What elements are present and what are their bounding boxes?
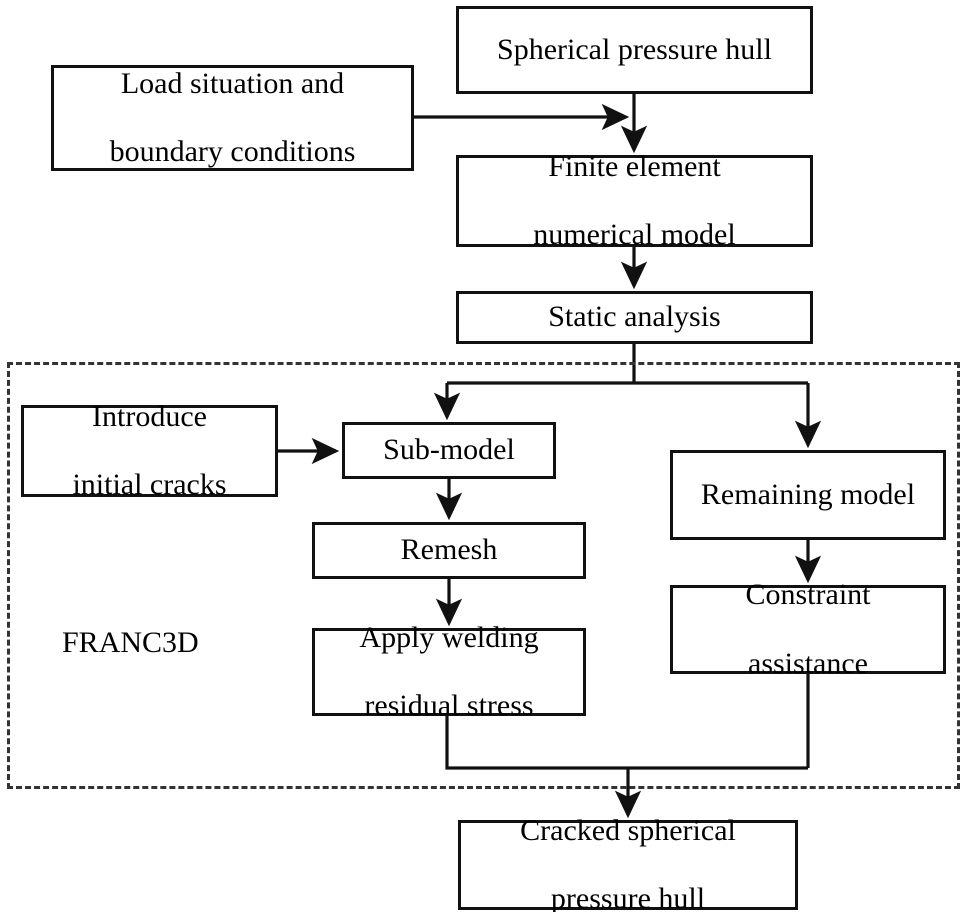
node-label: Spherical pressure hull [497,32,772,66]
node-label-line-2: pressure hull [550,882,706,912]
node-introduce-initial-cracks[interactable]: Introduce initial cracks [21,400,278,501]
node-label: Sub-model [383,433,515,467]
node-load-situation-and-boundary-conditions[interactable]: Load situation and boundary conditions [51,65,414,171]
node-label-line-1: Finite element [548,149,721,183]
node-apply-welding-residual-stress[interactable]: Apply welding residual stress [312,621,586,722]
node-label: Finite element numerical model [521,150,747,253]
node-spherical-pressure-hull[interactable]: Spherical pressure hull [456,6,813,94]
node-label: Cracked spherical pressure hull [508,814,748,912]
node-label-line-1: Constraint [745,578,871,612]
node-label-line-1: Apply welding [359,620,539,654]
node-label-line-1: Cracked spherical [520,813,736,847]
franc3d-group-label: FRANC3D [62,626,199,659]
node-label: Introduce initial cracks [60,400,238,503]
node-label-line-2: boundary conditions [109,135,356,169]
node-remesh[interactable]: Remesh [312,522,586,579]
node-label-line-1: Load situation and [120,66,345,100]
franc3d-dashed-group [7,362,960,789]
node-remaining-model[interactable]: Remaining model [670,450,946,540]
node-label: Apply welding residual stress [347,621,550,724]
node-sub-model[interactable]: Sub-model [342,422,556,479]
node-label-line-2: assistance [748,646,868,680]
node-label: Static analysis [548,300,721,334]
node-label: Remesh [400,533,498,567]
node-label-line-2: residual stress [364,689,534,723]
node-label: Constraint assistance [734,578,883,681]
node-label: Remaining model [700,477,916,511]
node-static-analysis[interactable]: Static analysis [456,291,813,344]
node-constraint-assistance[interactable]: Constraint assistance [670,578,946,680]
node-label: Load situation and boundary conditions [98,67,368,170]
node-finite-element-numerical-model[interactable]: Finite element numerical model [456,150,813,251]
node-cracked-spherical-pressure-hull[interactable]: Cracked spherical pressure hull [458,814,798,912]
node-label-line-2: initial cracks [72,468,227,502]
node-label-line-1: Introduce [92,399,207,433]
node-label-line-2: numerical model [533,218,736,252]
